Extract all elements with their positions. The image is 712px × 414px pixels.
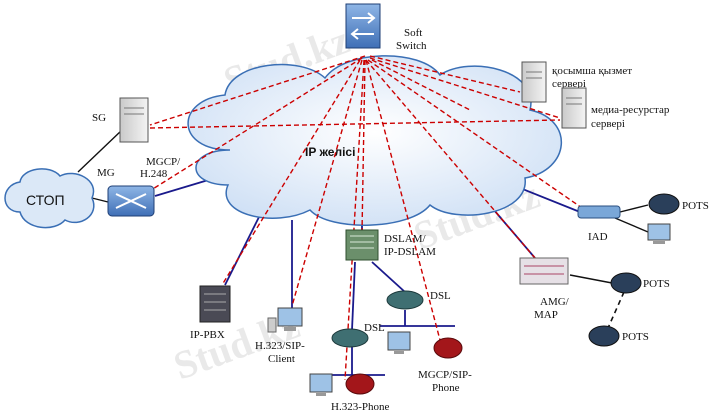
media-server-node[interactable]: медиа-ресурстар сервері xyxy=(561,87,670,130)
mg-cross-arrows-icon xyxy=(115,193,147,209)
iad-pc-monitor-icon xyxy=(647,223,671,241)
dslam-icon xyxy=(345,229,379,261)
sig-softswitch-mediaserver xyxy=(369,57,561,119)
sig-sg-mediaserver xyxy=(149,119,561,129)
app-server-label-line1: қосымша қызмет xyxy=(552,65,632,77)
h323-client-phone-icon xyxy=(267,317,277,333)
link-pstn-sg xyxy=(77,129,123,173)
amg-icon xyxy=(519,257,569,285)
sig-softswitch-mg xyxy=(147,57,363,193)
h323-client-label-line1: H.323/SIP- xyxy=(255,340,305,352)
softswitch-label-line1: Soft xyxy=(404,27,422,39)
ippbx-node[interactable]: IP-PBX xyxy=(190,285,231,341)
sig-softswitch-h323phone xyxy=(344,59,365,381)
link-pstn-mg xyxy=(91,197,109,203)
media-server-label-line2: сервері xyxy=(591,118,625,130)
dsl-left-modem-icon xyxy=(331,328,369,348)
dsl-left-node[interactable]: DSL xyxy=(331,322,385,348)
sig-softswitch-ippbx xyxy=(221,59,361,286)
mgcp-phone-icon xyxy=(433,337,463,359)
mgcp-phone-label-line2: Phone xyxy=(432,382,460,394)
sig-softswitch-h323client xyxy=(291,59,363,307)
dsl-right-label: DSL xyxy=(430,290,451,302)
cloud-shape xyxy=(187,55,562,226)
pots-amg-1-phone-icon xyxy=(610,272,642,294)
sig-softswitch-iad xyxy=(367,59,586,211)
link-dslam-dsl-left xyxy=(351,261,356,331)
sig-softswitch-sg xyxy=(149,55,366,126)
pots-amg-2-label: POTS xyxy=(622,331,649,343)
app-server-icon xyxy=(521,61,547,103)
mgcp-label-line1: MGCP/ xyxy=(146,156,181,168)
sig-softswitch-cloudright xyxy=(371,59,471,111)
softswitch-node[interactable]: Soft Switch xyxy=(345,3,427,52)
h323-client-node[interactable]: H.323/SIP- Client xyxy=(255,307,305,365)
pots-amg-2-node[interactable]: POTS xyxy=(588,325,649,347)
pots-iad-node[interactable]: POTS xyxy=(647,193,709,244)
pstn-links xyxy=(77,129,649,329)
link-iad-pc xyxy=(614,217,649,233)
iad-node[interactable]: IAD xyxy=(577,205,621,243)
pstn-label: СТОП xyxy=(26,192,65,208)
mgcp-label-line2: H.248 xyxy=(140,168,168,180)
softswitch-arrows-icon xyxy=(350,12,376,40)
amg-node[interactable]: AMG/ MAP xyxy=(519,257,570,321)
sig-softswitch-dslam xyxy=(361,59,366,233)
dsl-right-modem-icon xyxy=(386,290,424,310)
dslam-node[interactable]: DSLAM/ IP-DSLAM xyxy=(345,229,436,261)
h323-phone-pc-icon xyxy=(309,373,333,393)
link-pots-pots xyxy=(607,291,625,329)
app-server-node[interactable]: қосымша қызмет сервері xyxy=(521,61,632,103)
pots-iad-phone-icon xyxy=(648,193,680,215)
media-server-label-line1: медиа-ресурстар xyxy=(591,104,670,116)
pstn-cloud-shape xyxy=(4,168,95,229)
pots-iad-label: POTS xyxy=(682,200,709,212)
link-amg-pots xyxy=(569,274,613,284)
iad-label: IAD xyxy=(588,231,608,243)
h323-phone-node[interactable]: H.323-Phone xyxy=(309,373,389,413)
link-ippbx-cloud xyxy=(224,204,266,286)
sig-softswitch-mgcpphone xyxy=(365,59,441,341)
dslam-label-line1: DSLAM/ xyxy=(384,233,427,245)
mg-label: MG xyxy=(97,167,115,179)
sg-label: SG xyxy=(92,112,106,124)
h323-phone-label: H.323-Phone xyxy=(331,401,389,413)
h323-phone-icon xyxy=(345,373,375,395)
pots-amg-1-node[interactable]: POTS xyxy=(610,272,670,294)
iad-icon xyxy=(577,205,621,219)
pots-amg-1-label: POTS xyxy=(643,278,670,290)
amg-label-line1: AMG/ xyxy=(540,296,570,308)
cloud-label: IP желісі xyxy=(305,145,355,159)
sig-softswitch-amg xyxy=(365,59,536,259)
link-iad-pots xyxy=(619,204,649,213)
sig-softswitch-appserver xyxy=(369,55,521,93)
dsl-right-node[interactable]: DSL xyxy=(386,290,451,310)
h323-client-monitor-icon xyxy=(277,307,303,327)
ippbx-label: IP-PBX xyxy=(190,329,225,341)
sg-node[interactable]: SG xyxy=(92,97,149,143)
signaling-links xyxy=(147,55,586,381)
ip-network-cloud: IP желісі xyxy=(187,55,562,226)
softswitch-icon xyxy=(345,3,381,49)
pstn-cloud[interactable]: СТОП xyxy=(4,168,95,229)
link-dslam-dsl-right xyxy=(371,261,406,293)
mg-node[interactable]: MG MGCP/ H.248 xyxy=(97,156,181,217)
amg-label-line2: MAP xyxy=(534,309,558,321)
app-server-label-line2: сервері xyxy=(552,78,586,90)
mgcp-phone-label-line1: MGCP/SIP- xyxy=(418,369,472,381)
pots-amg-2-phone-icon xyxy=(588,325,620,347)
dslam-label-line2: IP-DSLAM xyxy=(384,246,436,258)
dsl-left-label: DSL xyxy=(364,322,385,334)
media-server-icon xyxy=(561,87,587,129)
ippbx-icon xyxy=(199,285,231,323)
mgcp-phone-pc-icon xyxy=(387,331,411,351)
softswitch-label-line2: Switch xyxy=(396,40,427,52)
mgcp-phone-node[interactable]: MGCP/SIP- Phone xyxy=(387,331,472,394)
h323-client-label-line2: Client xyxy=(268,353,295,365)
sg-server-icon xyxy=(119,97,149,143)
